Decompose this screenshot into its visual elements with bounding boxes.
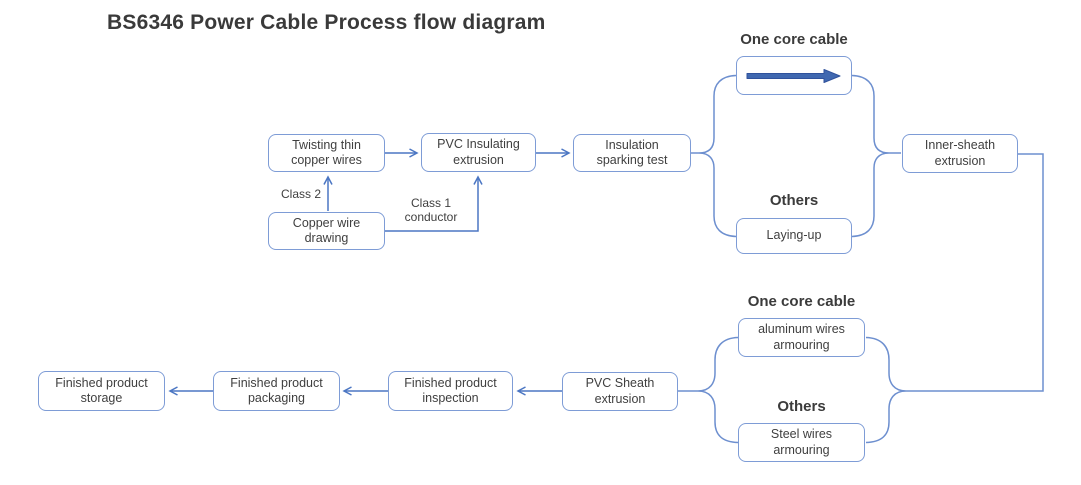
edge-label-class-2: Class 2 [281,187,322,201]
node-label: Finished product packaging [230,375,323,405]
node-label: PVC Sheath extrusion [585,376,655,406]
diagram-title: BS6346 Power Cable Process flow diagram [107,11,546,34]
node-label: PVC Insulating extrusion [437,137,520,167]
branch-label-others-bottom: Others [777,398,826,415]
node-label: Insulation sparking test [596,137,668,167]
brace-merge-top-right [851,74,890,238]
node-label: Steel wires armouring [770,427,833,457]
node-label: Finished product storage [55,375,148,405]
node-finished-product-storage: Finished product storage [38,371,165,411]
node-inner-sheath-extrusion: Inner-sheath extrusion [902,134,1018,173]
node-insulation-sparking-test: Insulation sparking test [573,134,691,172]
node-one-core-cable-passthrough [736,56,852,95]
node-label: Twisting thin copper wires [291,137,362,167]
node-twisting-thin-copper-wires: Twisting thin copper wires [268,134,385,172]
edge-label-class-1-conductor: Class 1 conductor [404,196,458,225]
node-aluminum-wires-armouring: aluminum wires armouring [738,318,865,357]
node-label: Finished product inspection [404,375,497,405]
brace-split-bottom-right [865,336,907,444]
branch-label-others-top: Others [769,192,819,209]
node-steel-wires-armouring: Steel wires armouring [738,423,865,462]
node-finished-product-inspection: Finished product inspection [388,371,513,411]
node-pvc-sheath-extrusion: PVC Sheath extrusion [562,372,678,411]
node-pvc-insulating-extrusion: PVC Insulating extrusion [421,133,536,172]
brace-split-top-left [698,74,737,238]
arrow-copper-drawing-to-pvc-insulating [385,175,483,232]
node-laying-up: Laying-up [736,218,852,254]
brace-merge-bottom-left [697,336,739,444]
node-copper-wire-drawing: Copper wire drawing [268,212,385,250]
line-inner-sheath-to-bottom-branch [906,153,1044,392]
one-core-flow-arrow-icon [746,68,841,83]
node-label: aluminum wires armouring [758,322,845,352]
node-label: Laying-up [766,228,822,243]
node-label: Inner-sheath extrusion [924,138,996,168]
node-label: Copper wire drawing [292,215,361,245]
node-finished-product-packaging: Finished product packaging [213,371,340,411]
branch-label-one-core-cable-top: One core cable [740,31,848,48]
branch-label-one-core-cable-bottom: One core cable [747,293,856,310]
